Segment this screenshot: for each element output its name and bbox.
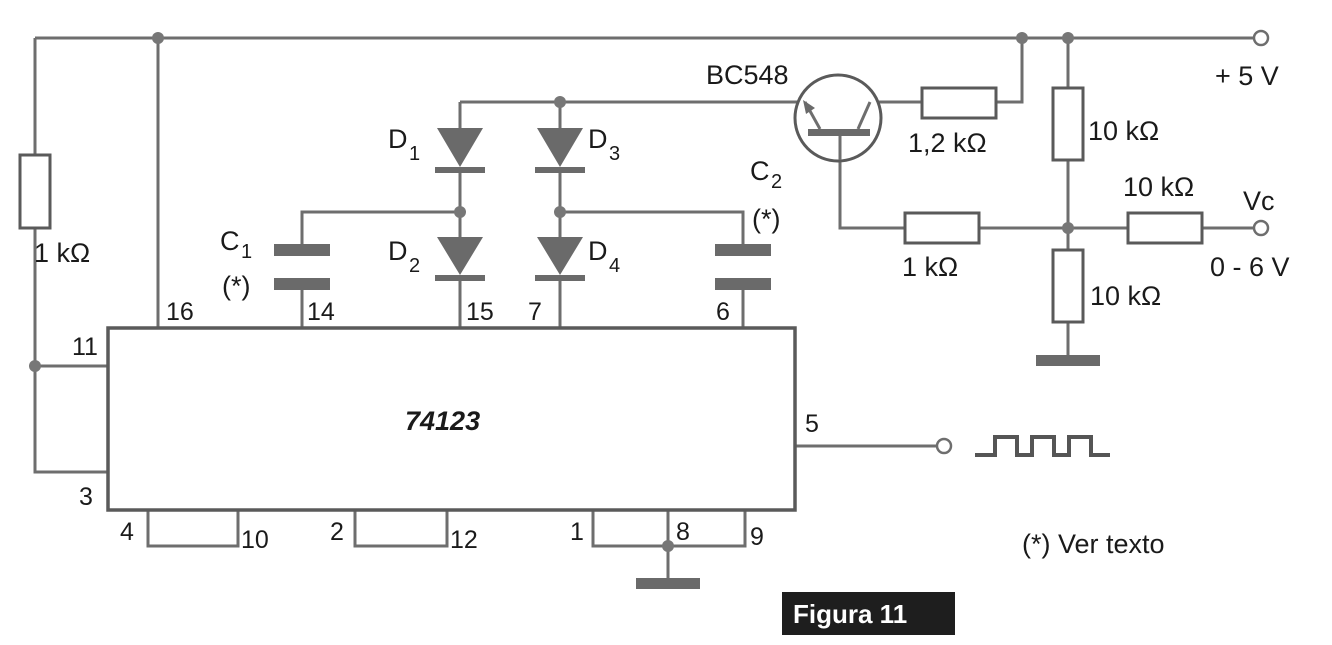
pin-7: 7 (528, 298, 542, 326)
label-r-mid: 1 kΩ (902, 252, 958, 282)
label-c1-sub: 1 (241, 241, 252, 263)
c1-wire (300, 210, 460, 328)
labels: BC548 1 kΩ 1,2 kΩ 10 kΩ 1 kΩ 10 kΩ 10 kΩ… (34, 60, 1290, 559)
label-d3-sub: 3 (609, 143, 620, 165)
terminal-output (935, 437, 953, 455)
pin-8: 8 (676, 518, 690, 546)
label-c1-note: (*) (222, 271, 251, 301)
diode-d1 (435, 128, 485, 173)
terminal-vplus (1252, 29, 1270, 47)
pin-16: 16 (166, 298, 194, 326)
terminal-vc (1252, 219, 1270, 237)
pin-14: 14 (307, 298, 335, 326)
transistor-bc548 (793, 73, 883, 163)
pin-4: 4 (120, 518, 134, 546)
ground-divider (1036, 355, 1100, 366)
pin2-12-wire (353, 510, 449, 548)
label-c2-note: (*) (752, 204, 781, 234)
note-ver-texto: (*) Ver texto (1022, 529, 1165, 559)
pin-10: 10 (241, 526, 269, 554)
diode-d4 (535, 237, 585, 281)
label-r-left: 1 kΩ (34, 238, 90, 268)
label-r-in: 10 kΩ (1123, 172, 1194, 202)
capacitor-c2 (715, 244, 771, 290)
pin-9: 9 (750, 523, 764, 551)
ic-name: 74123 (405, 406, 480, 436)
label-r-bottom: 10 kΩ (1090, 281, 1161, 311)
label-r-base: 1,2 kΩ (908, 128, 987, 158)
square-wave-icon (975, 435, 1110, 457)
diode-d3 (535, 128, 585, 173)
figure-label: Figura 11 (793, 599, 907, 629)
pin-5: 5 (805, 410, 819, 438)
resistor-top-10k (1051, 86, 1085, 162)
label-vc: Vc (1243, 186, 1275, 216)
label-c2-sub: 2 (771, 171, 782, 193)
diode-d2 (435, 237, 485, 281)
label-r-top: 10 kΩ (1088, 116, 1159, 146)
resistor-base-1k2 (920, 86, 998, 120)
pin4-10-wire (146, 510, 240, 548)
pin-11: 11 (72, 333, 98, 361)
label-c1: C (220, 226, 240, 256)
figure-label-box (782, 592, 955, 635)
label-d1: D (388, 124, 408, 154)
resistor-bottom-10k (1051, 248, 1085, 324)
label-vplus: + 5 V (1215, 61, 1279, 91)
label-d4: D (588, 236, 608, 266)
label-d2-sub: 2 (409, 255, 420, 277)
label-transistor: BC548 (706, 60, 789, 90)
ground-ic (636, 578, 700, 589)
label-c2: C (750, 156, 770, 186)
pin-3: 3 (79, 483, 93, 511)
c2-wire (560, 210, 745, 328)
ic-74123-body (106, 326, 797, 512)
resistor-left-1k (18, 153, 52, 230)
pin-15: 15 (466, 298, 494, 326)
pin-1: 1 (570, 518, 584, 546)
pin-6: 6 (716, 298, 730, 326)
label-d2: D (388, 236, 408, 266)
left-rail-wire (33, 38, 108, 474)
collector-wire (838, 140, 1128, 230)
junctions (29, 32, 1074, 552)
pin-12: 12 (450, 526, 478, 554)
label-vc-range: 0 - 6 V (1210, 252, 1290, 282)
capacitor-c1 (274, 244, 330, 290)
label-d4-sub: 4 (609, 255, 620, 277)
resistor-in-10k (1126, 211, 1204, 245)
label-d1-sub: 1 (409, 143, 420, 165)
wires (33, 36, 1255, 580)
label-d3: D (588, 124, 608, 154)
pin-2: 2 (330, 518, 344, 546)
resistor-mid-1k (903, 211, 981, 245)
